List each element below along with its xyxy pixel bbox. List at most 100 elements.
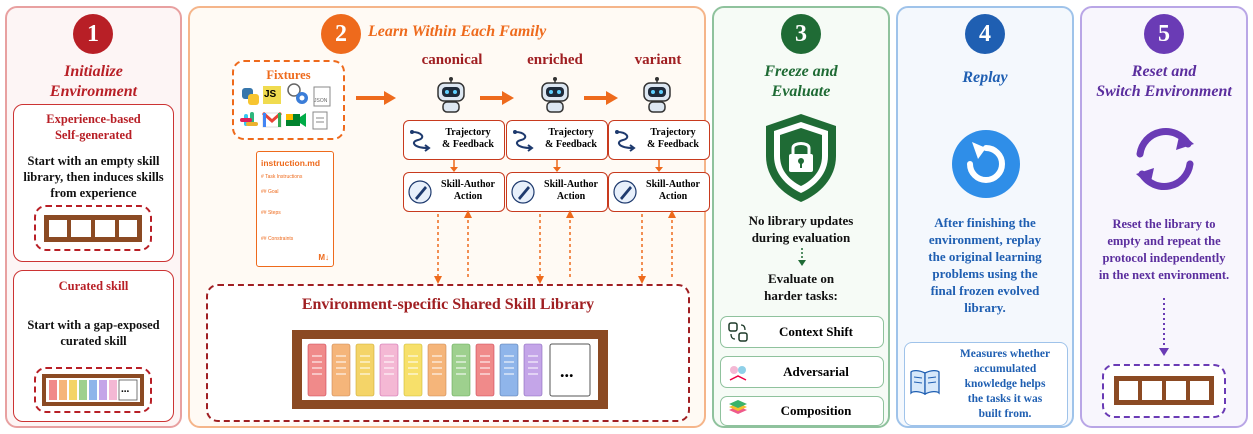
- panel-learn: 2 Learn Within Each Family Fixtures: [188, 6, 710, 428]
- trajectory-label-line2: & Feedback: [442, 139, 494, 150]
- python-icon: [242, 88, 259, 105]
- replay-description: After finishing the environment, replay …: [898, 214, 1072, 316]
- instruction-file: instruction.md # Task Instructions ## Go…: [256, 151, 334, 267]
- skill-author-label-line1: Skill-Author: [441, 179, 495, 190]
- evaluate-line2: harder tasks:: [764, 288, 838, 303]
- next-environment-library: [1102, 364, 1226, 418]
- task-adversarial: Adversarial: [720, 356, 884, 388]
- trajectory-label-line1: Trajectory: [445, 127, 491, 138]
- task-composition-label: Composition: [780, 403, 852, 418]
- curated-shelf-more: ...: [121, 383, 130, 395]
- replay-note-line4: the tasks it was: [967, 393, 1043, 405]
- replay-note-line2: accumulated: [973, 363, 1037, 375]
- shield-lock-icon: [766, 114, 836, 202]
- replay-desc-line2: environment, replay: [928, 232, 1042, 247]
- curated-skill-description: Start with a gap-exposed curated skill: [14, 317, 173, 349]
- skill-author-label-line2: Action: [453, 191, 483, 202]
- pen-icon: [613, 180, 637, 204]
- trajectory-icon: [513, 130, 534, 152]
- curated-desc-line1: Start with a gap-exposed: [27, 318, 160, 332]
- skill-author-box: Skill-Author Action: [506, 172, 608, 212]
- gmail-icon: [262, 111, 282, 128]
- trajectory-icon: [615, 130, 636, 152]
- pen-icon: [408, 180, 432, 204]
- skill-author-label-line1: Skill-Author: [646, 179, 700, 190]
- panel3-title-line1: Freeze and: [764, 63, 838, 80]
- instruction-line1: # Task Instructions: [261, 174, 303, 180]
- panel5-title-line1: Reset and: [1131, 63, 1197, 80]
- reset-desc-line1: Reset the library to: [1112, 217, 1216, 231]
- self-generated-heading-line2: Self-generated: [54, 128, 133, 142]
- panel1-title-line2: Environment: [49, 83, 138, 100]
- trajectory-label-line2: & Feedback: [647, 139, 699, 150]
- self-generated-description: Start with an empty skill library, then …: [14, 153, 173, 201]
- panel-freeze-evaluate: 3 Freeze and Evaluate No library updates…: [712, 6, 890, 428]
- panel5-title: Reset and Switch Environment: [1082, 62, 1246, 102]
- reset-desc-line3: protocol independently: [1102, 251, 1226, 265]
- adversarial-icon: [729, 366, 747, 381]
- json-file-icon: [313, 86, 331, 107]
- refresh-icon: [1136, 128, 1194, 190]
- reset-description: Reset the library to empty and repeat th…: [1082, 216, 1246, 284]
- reset-desc-line4: in the next environment.: [1098, 268, 1230, 282]
- replay-desc-line6: library.: [964, 300, 1006, 315]
- column-canonical-label: canonical: [421, 52, 483, 68]
- document-icon: [312, 111, 328, 130]
- api-icon: [287, 83, 301, 97]
- dotted-down-arrow: [798, 248, 806, 266]
- panel2-title: Learn Within Each Family: [368, 23, 547, 40]
- panel-replay: 4 Replay After finishing the environment…: [896, 6, 1074, 428]
- fixtures-label: Fixtures: [266, 68, 311, 82]
- task-context-shift-label: Context Shift: [778, 324, 854, 339]
- instruction-line2: ## Goal: [261, 189, 279, 195]
- skill-author-label: Skill-Author Action: [537, 179, 605, 203]
- skill-author-label-line2: Action: [556, 191, 586, 202]
- replay-icon: [952, 130, 1020, 198]
- trajectory-label-line1: Trajectory: [650, 127, 696, 138]
- skill-author-label: Skill-Author Action: [434, 179, 502, 203]
- column-enriched-label: enriched: [527, 52, 583, 68]
- step-number-3: 3: [781, 14, 821, 54]
- robot-icon: [643, 77, 671, 113]
- self-generated-box: Experience-based Self-generated Start wi…: [13, 104, 174, 262]
- column-variant-label: variant: [634, 52, 682, 68]
- flow-arrows: [356, 91, 618, 105]
- instruction-line4: ## Constraints: [261, 236, 294, 242]
- task-composition: Composition: [720, 396, 884, 426]
- fixtures-box: Fixtures: [232, 60, 345, 140]
- trajectory-label-line1: Trajectory: [548, 127, 594, 138]
- self-generated-desc-line1: Start with an empty skill: [27, 154, 160, 168]
- replay-desc-line3: the original learning: [928, 249, 1042, 264]
- task-adversarial-label: Adversarial: [783, 364, 849, 379]
- skill-author-label: Skill-Author Action: [639, 179, 707, 203]
- empty-shelf-icon: [44, 215, 142, 242]
- open-book-icon: [910, 369, 940, 396]
- panel3-title-line2: Evaluate: [771, 83, 831, 100]
- trajectory-icon: [410, 130, 431, 152]
- markdown-badge: M↓: [318, 253, 329, 262]
- library-more: ...: [560, 361, 574, 381]
- panel1-title-line1: Initialize: [64, 63, 123, 80]
- trajectory-feedback-box: Trajectory & Feedback: [403, 120, 505, 160]
- library-shelf-icon: [292, 330, 608, 409]
- self-generated-desc-line2: library, then induces skills: [23, 170, 164, 184]
- robot-icon: [437, 77, 465, 113]
- curated-skill-box: Curated skill Start with a gap-exposed c…: [13, 270, 174, 422]
- panel1-title: Initialize Environment: [7, 62, 180, 102]
- instruction-filename: instruction.md: [261, 158, 321, 168]
- fixture-icons: [240, 83, 331, 130]
- no-updates-line1: No library updates: [748, 213, 854, 228]
- replay-note-line1: Measures whether: [959, 348, 1051, 360]
- self-generated-heading-line1: Experience-based: [46, 112, 141, 126]
- skill-author-box: Skill-Author Action: [403, 172, 505, 212]
- replay-note-text: Measures whether accumulated knowledge h…: [943, 347, 1067, 422]
- trajectory-feedback-box: Trajectory & Feedback: [506, 120, 608, 160]
- replay-note-line5: built from.: [978, 408, 1032, 420]
- json-label: JSON: [314, 98, 328, 104]
- trajectory-label: Trajectory & Feedback: [537, 127, 605, 151]
- evaluate-line1: Evaluate on: [767, 271, 835, 286]
- evaluate-text: Evaluate on harder tasks:: [714, 270, 888, 304]
- context-shift-icon: [728, 322, 748, 342]
- panel4-title: Replay: [962, 69, 1008, 86]
- step-number-1: 1: [73, 14, 113, 54]
